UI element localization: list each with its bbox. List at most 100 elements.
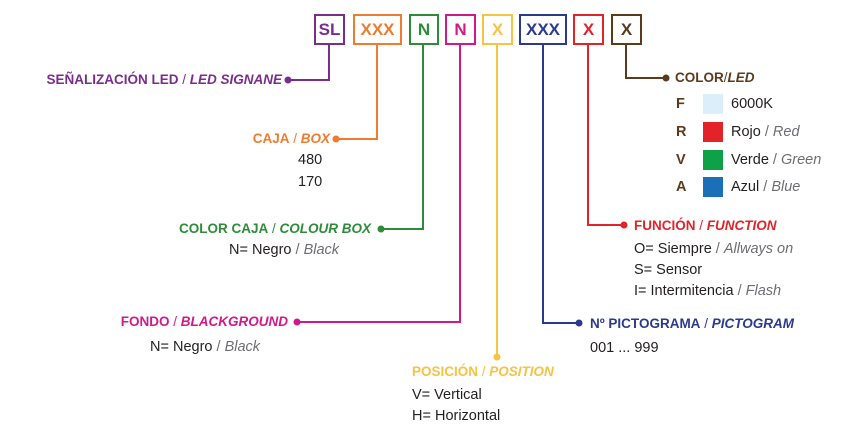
led-code: F (676, 96, 685, 112)
label-sep: / (723, 70, 728, 85)
value-en: Allways on (723, 241, 794, 257)
label-sep: / (268, 221, 280, 236)
connector-dot-color-caja (377, 225, 385, 233)
value-es: N= Negro (229, 242, 292, 258)
led-text: 6000K (731, 96, 773, 112)
connector-dot-fondo (293, 318, 301, 326)
color-caja-value: N= Negro / Black (229, 239, 339, 261)
label-es: CAJA (252, 131, 290, 146)
connector-dot-funcion (620, 221, 628, 229)
code-text: X (491, 19, 504, 39)
connector-color-caja (381, 45, 424, 230)
label-en: BOX (300, 131, 330, 146)
code-text: X (620, 19, 633, 39)
led-swatch-blue (703, 177, 723, 197)
label-es: POSICIÓN (412, 364, 479, 379)
connector-pictograma (542, 45, 579, 324)
label-sep: / (289, 131, 301, 146)
value-es: O= Siempre (634, 241, 712, 257)
led-en: Blue (771, 179, 801, 195)
label-en: PICTOGRAM (711, 316, 794, 331)
code-box-fondo: N (445, 14, 476, 45)
caja-value-1: 480 (298, 152, 323, 168)
code-box-caja: XXX (353, 14, 402, 45)
label-es: FONDO (120, 314, 170, 329)
led-row-f: F 6000K (676, 94, 773, 114)
value-sep: / (212, 339, 225, 355)
label-es: SEÑALIZACIÓN LED (46, 72, 179, 87)
led-es: Azul (731, 179, 760, 195)
code-box-sl: SL (314, 14, 345, 45)
label-posicion: POSICIÓN / POSITION (412, 364, 554, 380)
label-sep: / (169, 314, 181, 329)
code-text: X (582, 19, 595, 39)
led-es: 6000K (731, 96, 773, 112)
led-es: Verde (731, 152, 769, 168)
code-text: XXX (525, 19, 561, 39)
funcion-value-1: O= Siempre / Allways on (634, 238, 793, 260)
connector-senalizacion (288, 45, 330, 81)
code-box-color-caja: N (409, 14, 439, 45)
pictograma-value: 001 ... 999 (590, 340, 659, 356)
connector-dot-color-led (662, 74, 670, 82)
value-en: Black (224, 339, 261, 355)
label-color-caja: COLOR CAJA / COLOUR BOX (179, 221, 371, 237)
code-box-funcion: X (573, 14, 604, 45)
label-es: COLOR CAJA (178, 221, 269, 236)
label-sep: / (178, 72, 190, 87)
label-fondo: FONDO / BLACKGROUND (121, 314, 288, 330)
fondo-value: N= Negro / Black (150, 336, 260, 358)
led-text: Azul / Blue (731, 179, 800, 195)
label-senalizacion: SEÑALIZACIÓN LED / LED SIGNANE (46, 72, 282, 88)
label-sep: / (478, 364, 490, 379)
label-es: COLOR (675, 70, 724, 85)
label-en: POSITION (489, 364, 554, 379)
value-sep: / (733, 283, 746, 299)
connector-funcion (587, 45, 624, 226)
led-code: V (676, 152, 686, 168)
value-sep: / (711, 241, 724, 257)
led-sep: / (760, 124, 773, 140)
funcion-value-3: I= Intermitencia / Flash (634, 280, 781, 302)
funcion-value-2: S= Sensor (634, 259, 702, 281)
code-box-pictograma: XXX (519, 14, 567, 45)
label-sep: / (695, 218, 707, 233)
led-swatch-green (703, 150, 723, 170)
led-swatch-red (703, 122, 723, 142)
label-funcion: FUNCIÓN / FUNCTION (634, 218, 777, 234)
code-text: N (417, 19, 431, 39)
value-en: Black (303, 242, 340, 258)
code-box-color-led: X (611, 14, 642, 45)
led-code: R (676, 124, 687, 140)
label-caja: CAJA / BOX (253, 131, 330, 147)
value-en: Flash (745, 283, 782, 299)
label-es: FUNCIÓN (634, 218, 696, 233)
connector-caja (336, 45, 378, 140)
label-pictograma: Nº PICTOGRAMA / PICTOGRAM (590, 316, 794, 332)
label-en: LED (727, 70, 755, 85)
value-es: I= Intermitencia (634, 283, 734, 299)
led-sep: / (768, 152, 781, 168)
posicion-value-1: V= Vertical (412, 387, 482, 403)
label-en: COLOUR BOX (279, 221, 371, 236)
caja-value-2: 170 (298, 174, 323, 190)
value-sep: / (291, 242, 304, 258)
led-row-v: V Verde / Green (676, 150, 821, 170)
led-en: Green (781, 152, 822, 168)
led-text: Rojo / Red (731, 124, 800, 140)
connector-dot-caja (332, 135, 340, 143)
value-es: S= Sensor (634, 262, 703, 278)
value-es: N= Negro (150, 339, 213, 355)
led-row-r: R Rojo / Red (676, 122, 800, 142)
label-en: LED SIGNANE (189, 72, 282, 87)
label-es: Nº PICTOGRAMA (590, 316, 701, 331)
label-color-led: COLOR/LED (675, 70, 755, 86)
led-es: Rojo (731, 124, 761, 140)
led-text: Verde / Green (731, 152, 821, 168)
led-en: Red (772, 124, 800, 140)
led-sep: / (759, 179, 772, 195)
posicion-value-2: H= Horizontal (412, 408, 501, 424)
connector-fondo (297, 45, 461, 323)
code-text: N (454, 19, 467, 39)
